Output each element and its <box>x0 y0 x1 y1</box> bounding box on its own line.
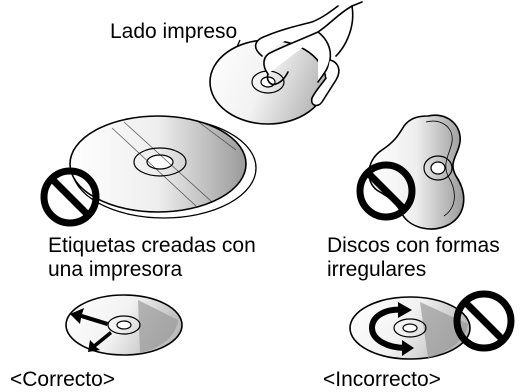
printer-labels-caption-line1: Etiquetas creadas con <box>48 234 256 257</box>
prohibited-icon <box>40 167 100 227</box>
irregular-caption-line1: Discos con formas <box>327 234 500 257</box>
correct-label: <Correcto> <box>10 368 115 391</box>
correct-wiping-illustration: <Correcto> <box>10 294 183 391</box>
hand-icon <box>254 1 363 107</box>
incorrect-label: <Incorrecto> <box>323 368 441 391</box>
printer-labels-caption-line2: una impresora <box>48 258 183 281</box>
printed-side-illustration: Lado impreso <box>110 1 363 125</box>
irregular-disc <box>368 114 465 230</box>
irregular-caption-line2: irregulares <box>327 258 426 281</box>
prohibited-icon <box>356 161 416 221</box>
radial-arrows-icon <box>70 308 112 352</box>
prohibited-icon <box>453 290 515 352</box>
printer-label-disc-illustration: Etiquetas creadas con una impresora <box>40 115 257 281</box>
printed-side-label: Lado impreso <box>110 20 237 43</box>
labeled-disc <box>69 115 257 219</box>
circular-arrows-icon <box>368 302 414 356</box>
incorrect-wiping-illustration: <Incorrecto> <box>323 290 515 391</box>
wiped-disc <box>65 294 183 356</box>
irregular-disc-illustration: Discos con formas irregulares <box>327 114 500 281</box>
held-disc <box>209 39 327 125</box>
